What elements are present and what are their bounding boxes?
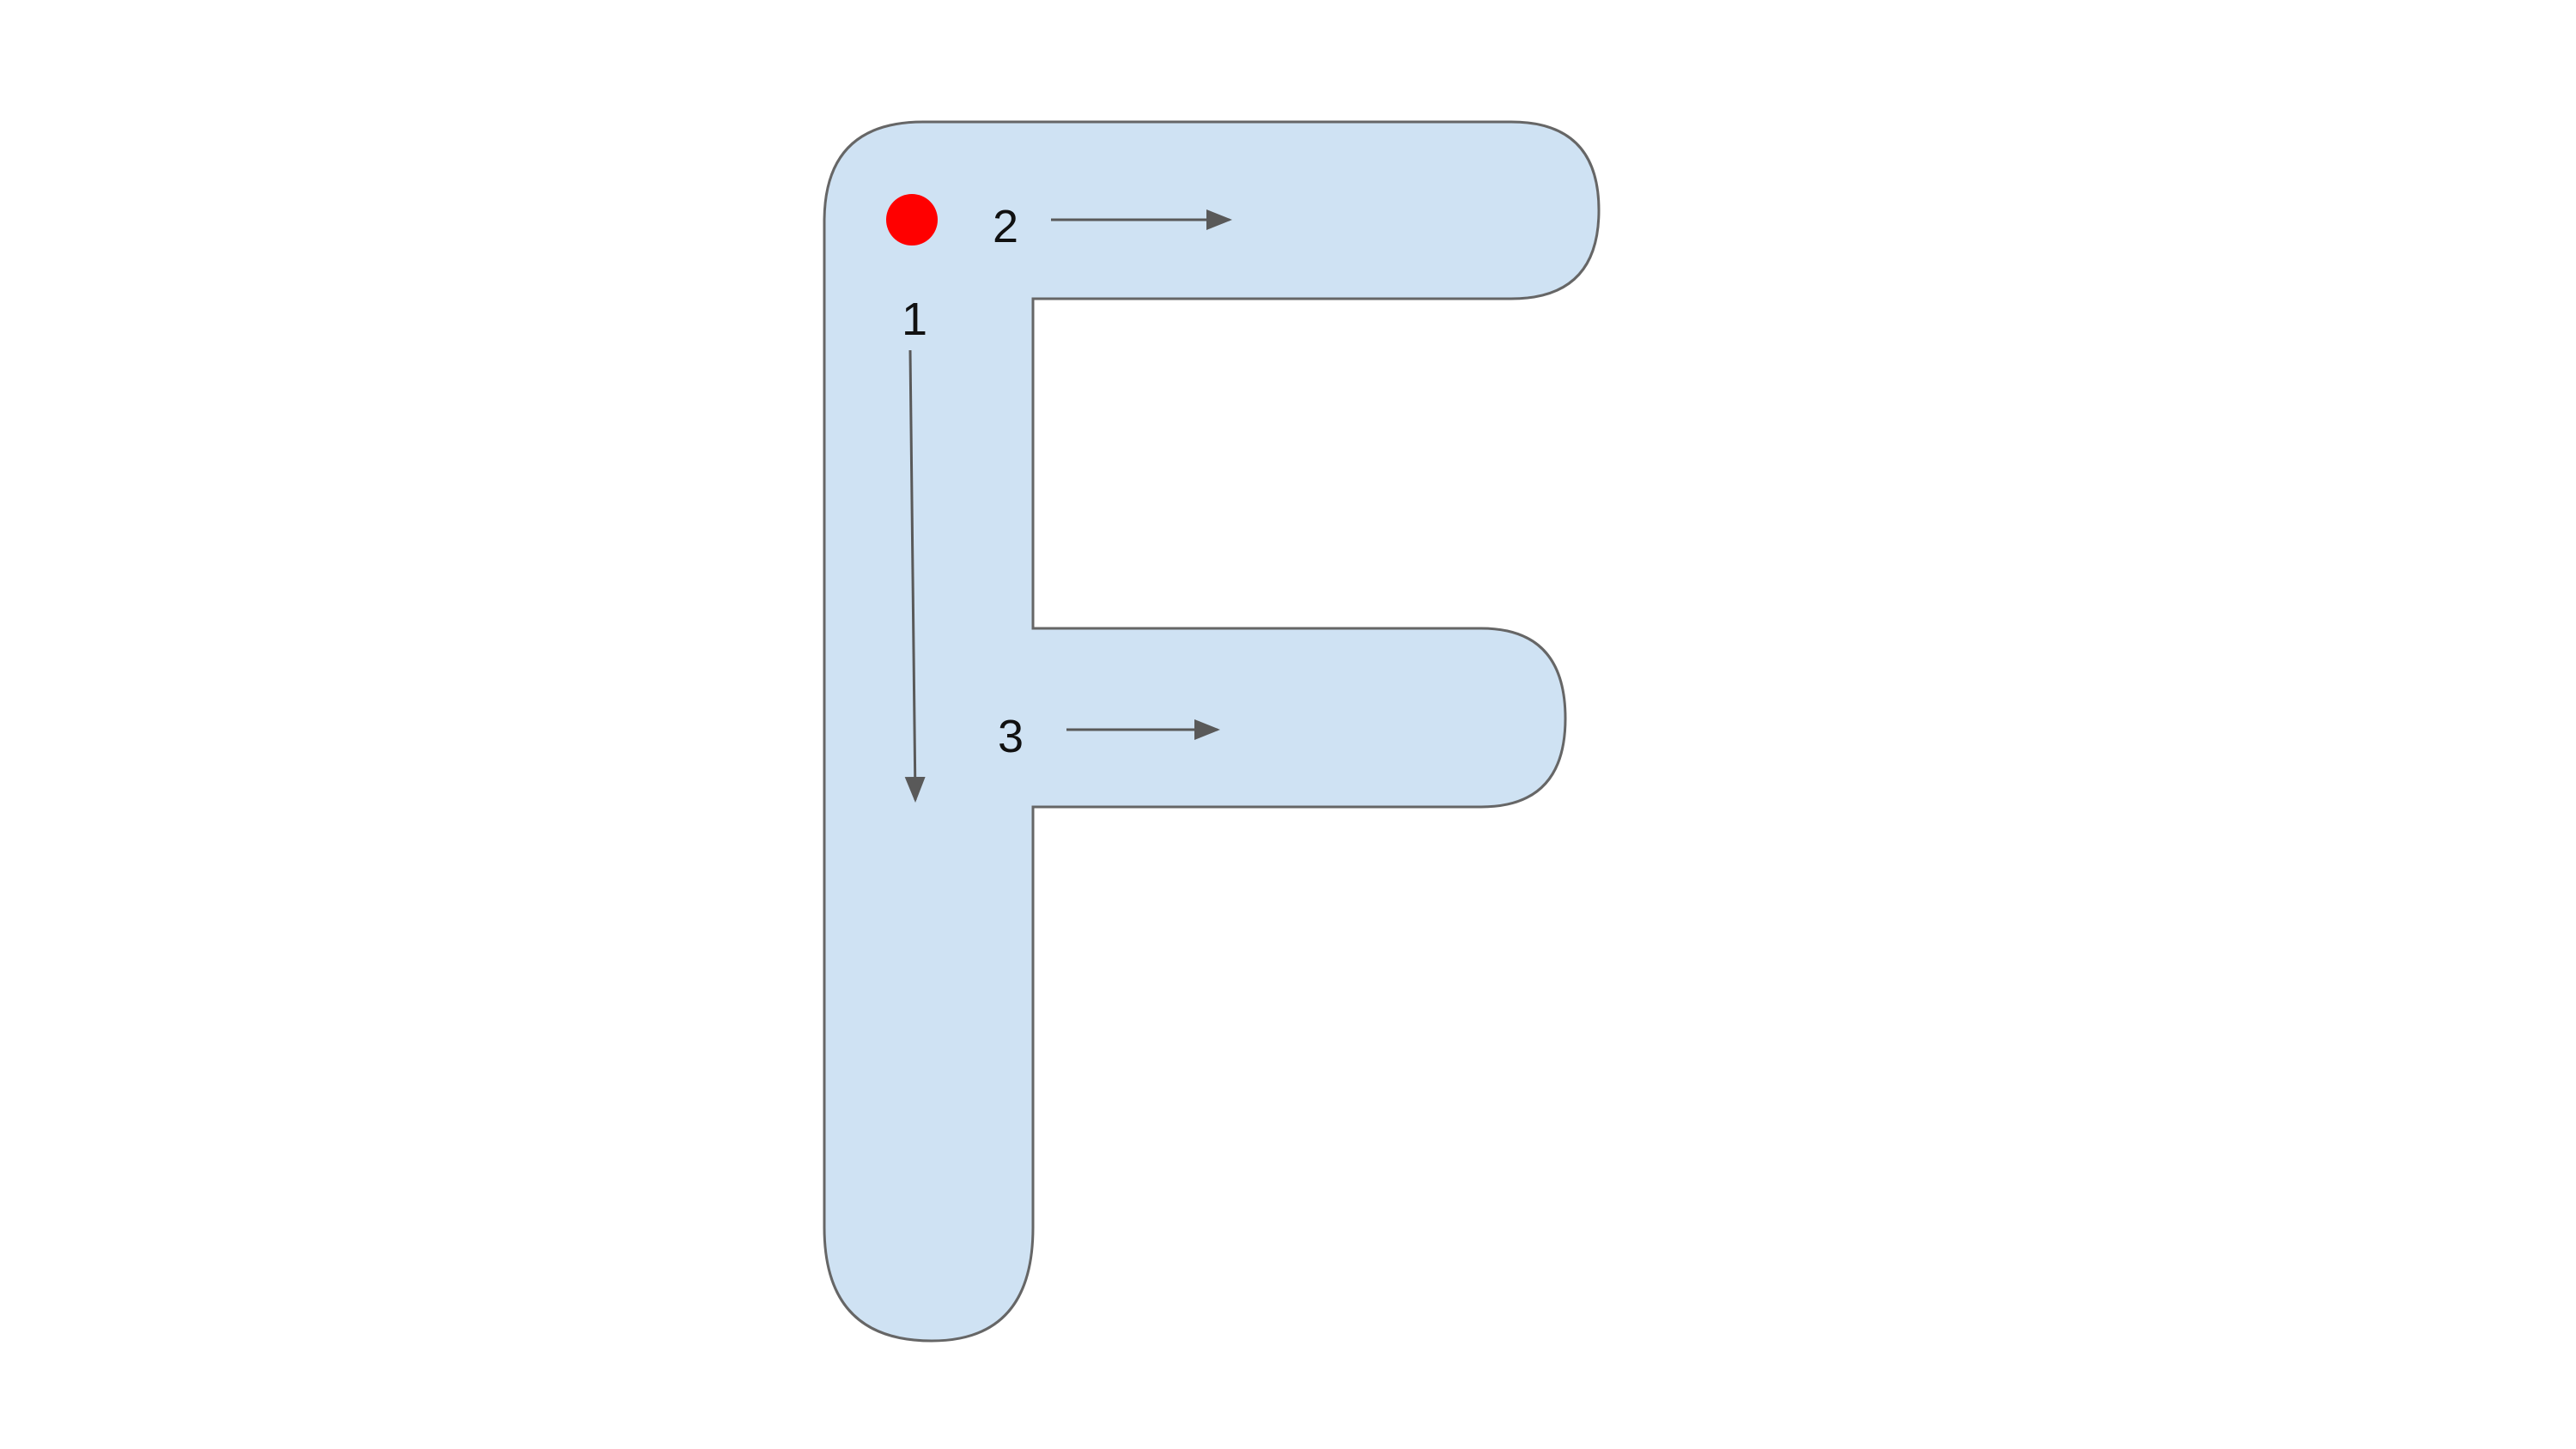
step-1-arrow <box>904 349 926 803</box>
step-2-label: 2 <box>993 201 1018 252</box>
start-dot <box>886 194 938 246</box>
step-1-label: 1 <box>902 294 927 345</box>
step-3-label: 3 <box>998 711 1024 762</box>
